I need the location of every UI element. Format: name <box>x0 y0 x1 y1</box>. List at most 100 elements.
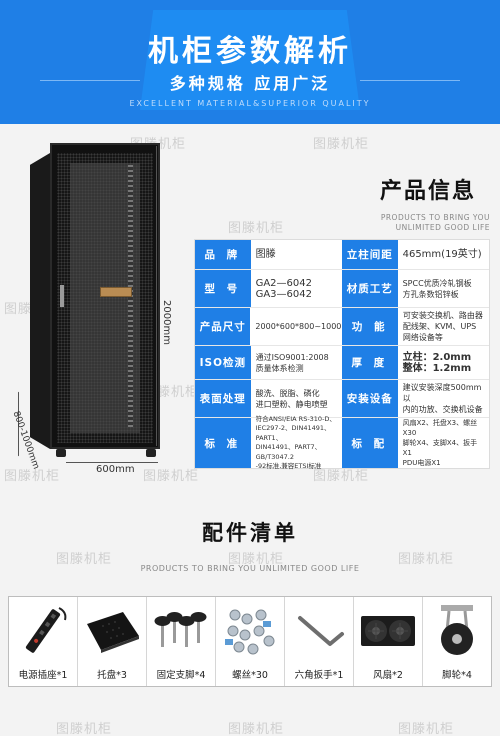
spec-value-line: GA2—6042 <box>255 277 312 289</box>
product-info-title: 产品信息 <box>380 179 477 204</box>
page-subtitle: 多种规格 应用广泛 <box>169 74 331 93</box>
accessory-item: 电源插座*1 <box>9 597 78 686</box>
spec-label: 安装设备 <box>342 380 399 417</box>
accessory-item: 螺丝*30 <box>216 597 285 686</box>
accessory-label: 电源插座*1 <box>18 670 68 681</box>
spec-label: 品 牌 <box>195 240 252 269</box>
banner-panel <box>140 10 360 110</box>
width-dimension-line <box>66 462 158 463</box>
spec-value: 符合ANSI/EIA RS-310-D、 IEC297-2、DIN41491、P… <box>252 414 342 471</box>
spec-value: SPCC优质冷轧钢板 方孔条数铝锌板 <box>399 270 489 307</box>
divider <box>360 80 460 81</box>
spec-value-line: 脚轮X4、支脚X4、扳手X1 <box>402 439 478 457</box>
spec-value-line: 网络设备等 <box>402 333 443 342</box>
spec-label: 表面处理 <box>195 380 252 417</box>
spec-value-line: 酸洗、脱脂、磷化 <box>255 388 320 398</box>
cabinet-foot <box>146 449 156 457</box>
spec-table: 品 牌 图滕 立柱间距 465mm(19英寸) 型 号 GA2—6042 GA3… <box>194 239 490 471</box>
spec-value-line: 风扇X2、托盘X3、螺丝X30 <box>402 419 478 437</box>
height-label: 2000mm <box>161 300 172 345</box>
accessory-item: 风扇*2 <box>354 597 423 686</box>
spec-value-line: 465mm(19英寸) <box>402 249 482 260</box>
cabinet-foot <box>56 449 66 457</box>
accessory-label: 螺丝*30 <box>232 670 268 681</box>
spec-label: 功 能 <box>342 308 399 345</box>
accessory-label: 固定支脚*4 <box>156 670 206 681</box>
spec-row: 表面处理 酸洗、脱脂、磷化 进口塑粉、静电喷塑 安装设备 建议安装深度500mm… <box>195 380 489 418</box>
door-handle <box>60 285 64 307</box>
accessories-title: 配件清单 <box>202 521 298 545</box>
spec-value: 通过ISO9001:2008 质量体系检测 <box>252 346 342 379</box>
spec-label: 型 号 <box>195 270 252 307</box>
spec-value: 465mm(19英寸) <box>399 240 489 269</box>
spec-value-line: 通过ISO9001:2008 <box>255 352 329 362</box>
spec-value: 可安装交换机、路由器 配线架、KVM、UPS 网络设备等 <box>399 308 489 345</box>
spec-value-line: 整体：1.2mm <box>402 362 472 374</box>
spec-row: 品 牌 图滕 立柱间距 465mm(19英寸) <box>195 240 489 270</box>
accessory-label: 脚轮*4 <box>442 670 472 681</box>
spec-value-line: SPCC优质冷轧钢板 <box>402 278 472 288</box>
spec-value: GA2—6042 GA3—6042 <box>252 270 342 307</box>
spec-value-line: DIN41491、PART7、GB/T3047.2 <box>255 443 322 461</box>
accessory-label: 风扇*2 <box>373 670 403 681</box>
spec-value: 建议安装深度500mm以 内的功放、交换机设备 <box>399 380 489 417</box>
spec-label: 立柱间距 <box>342 240 399 269</box>
width-label: 600mm <box>96 464 135 475</box>
spec-value-line: 建议安装深度500mm以 <box>402 383 482 403</box>
spec-value: 图滕 <box>252 240 342 269</box>
spec-value: 酸洗、脱脂、磷化 进口塑粉、静电喷塑 <box>252 380 342 417</box>
spec-value-line: 进口塑粉、静电喷塑 <box>255 399 328 409</box>
spec-label: 厚 度 <box>342 346 399 379</box>
subtitle-line: PRODUCTS TO BRING YOU <box>380 213 490 222</box>
tray-icon <box>82 600 142 662</box>
spec-value: 风扇X2、托盘X3、螺丝X30 脚轮X4、支脚X4、扳手X1 PDU电源X1 <box>399 418 489 468</box>
spec-value-line: 配线架、KVM、UPS <box>402 322 477 331</box>
cabinet-shelf <box>100 287 132 297</box>
height-dimension-line <box>156 146 157 446</box>
spec-value-line: 内的功放、交换机设备 <box>402 405 483 414</box>
cabinet-side <box>30 153 50 449</box>
cabinet-image <box>30 143 160 457</box>
spec-row: 型 号 GA2—6042 GA3—6042 材质工艺 SPCC优质冷轧钢板 方孔… <box>195 270 489 308</box>
spec-label: 材质工艺 <box>342 270 399 307</box>
subtitle-line: UNLIMITED GOOD LIFE <box>395 223 490 232</box>
accessory-item: 脚轮*4 <box>423 597 491 686</box>
watermark: 图滕机柜 <box>398 722 455 736</box>
spec-value-line: 符合ANSI/EIA RS-310-D、 <box>255 414 336 423</box>
watermark: 图滕机柜 <box>228 722 285 736</box>
watermark: 图滕机柜 <box>228 221 285 236</box>
spec-value-line: GA3—6042 <box>255 288 312 300</box>
spec-value-line: 图滕 <box>255 249 276 260</box>
watermark: 图滕机柜 <box>143 469 200 484</box>
tagline: EXCELLENT MATERIAL&SUPERIOR QUALITY <box>129 99 371 108</box>
accessories-list: 电源插座*1 托盘*3 <box>8 596 492 687</box>
accessory-item: 托盘*3 <box>78 597 147 686</box>
accessory-label: 六角扳手*1 <box>294 670 344 681</box>
spec-label: ISO检测 <box>195 346 252 379</box>
hex-wrench-icon <box>289 600 349 662</box>
spec-value-line: 方孔条数铝锌板 <box>402 289 459 299</box>
spec-value-line: 立柱：2.0mm <box>402 351 472 363</box>
spec-value-line: -92标准,兼容ETSI标准 <box>255 462 322 470</box>
divider <box>40 80 140 81</box>
spec-value-line: PDU电源X1 <box>402 459 441 467</box>
header-banner: 机柜参数解析 多种规格 应用广泛 EXCELLENT MATERIAL&SUPE… <box>0 0 500 124</box>
spec-value: 2000*600*800~1000 <box>251 308 342 345</box>
spec-label: 标 配 <box>342 418 399 468</box>
fan-icon <box>358 600 418 662</box>
spec-value: 立柱：2.0mm 整体：1.2mm <box>399 346 489 379</box>
accessory-label: 托盘*3 <box>97 670 127 681</box>
spec-row: 产品尺寸 2000*600*800~1000 功 能 可安装交换机、路由器 配线… <box>195 308 489 346</box>
spec-value-line: 可安装交换机、路由器 <box>402 311 483 320</box>
spec-label: 产品尺寸 <box>195 308 252 345</box>
product-info-subtitle: PRODUCTS TO BRING YOU UNLIMITED GOOD LIF… <box>378 213 490 233</box>
accessories-subtitle: PRODUCTS TO BRING YOU UNLIMITED GOOD LIF… <box>140 564 360 573</box>
spec-row: ISO检测 通过ISO9001:2008 质量体系检测 厚 度 立柱：2.0mm… <box>195 346 489 380</box>
spec-value-line: 2000*600*800~1000 <box>255 322 342 331</box>
caster-wheel-icon <box>427 600 487 662</box>
spec-row: 标 准 符合ANSI/EIA RS-310-D、 IEC297-2、DIN414… <box>195 414 489 471</box>
leveling-feet-icon <box>151 600 211 662</box>
screws-icon <box>220 600 280 662</box>
page-title: 机柜参数解析 <box>148 34 352 69</box>
accessory-item: 固定支脚*4 <box>147 597 216 686</box>
